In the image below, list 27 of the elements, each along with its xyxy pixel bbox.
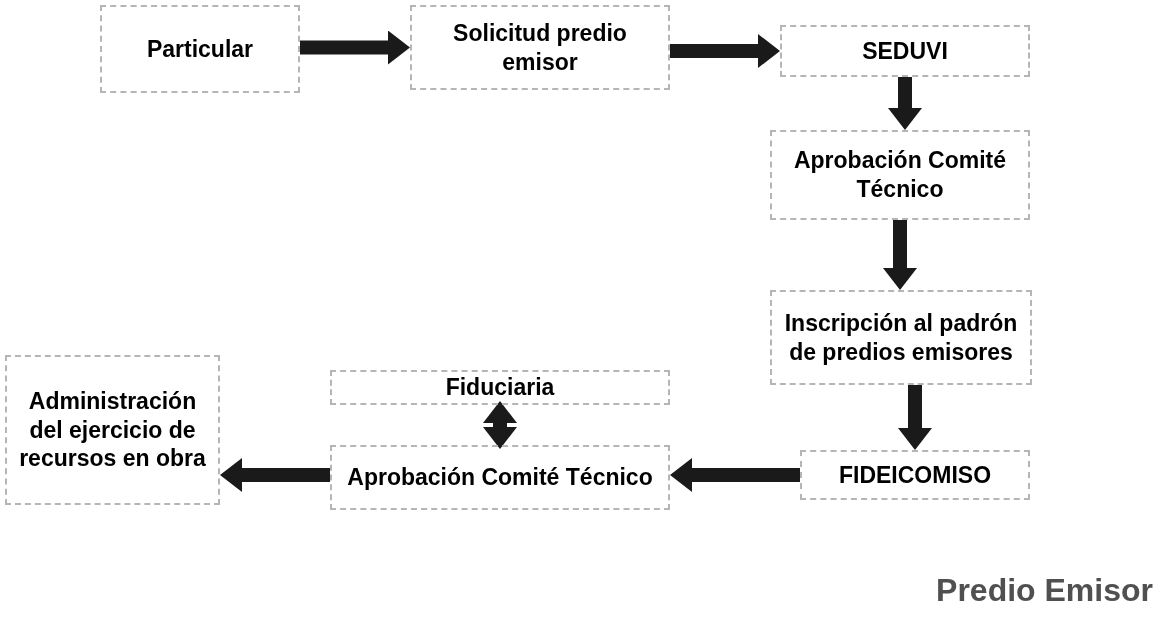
- box-label: Fiduciaria: [445, 373, 555, 402]
- process-box: [770, 130, 1030, 220]
- process-box: [330, 370, 670, 405]
- process-box: [410, 5, 670, 90]
- box-label: FIDEICOMISO: [838, 460, 992, 490]
- process-box: [5, 355, 220, 505]
- box-label: Aprobación Comité Técnico: [347, 463, 653, 492]
- block-arrow: [888, 77, 922, 130]
- block-arrow: [220, 458, 330, 492]
- block-arrow: [898, 385, 932, 450]
- process-box: [100, 5, 300, 93]
- process-box: [800, 450, 1030, 500]
- box-label: Inscripción al padrón de predios emisores: [783, 308, 1019, 367]
- process-box: [330, 445, 670, 510]
- box-label: Solicitud predio emisor: [452, 18, 628, 77]
- block-arrow: [300, 30, 410, 65]
- block-arrow: [670, 34, 780, 68]
- box-label: Administración del ejercicio de recursos en obra: [18, 386, 207, 474]
- box-label: Particular: [146, 34, 254, 64]
- box-label: SEDUVI: [862, 36, 948, 66]
- block-arrow: [483, 401, 517, 449]
- block-arrow: [883, 220, 917, 290]
- caption: Predio Emisor: [936, 571, 1153, 610]
- process-box: [770, 290, 1032, 385]
- box-label: Aprobación Comité Técnico: [792, 146, 1008, 204]
- process-box: [780, 25, 1030, 77]
- block-arrow: [670, 458, 800, 492]
